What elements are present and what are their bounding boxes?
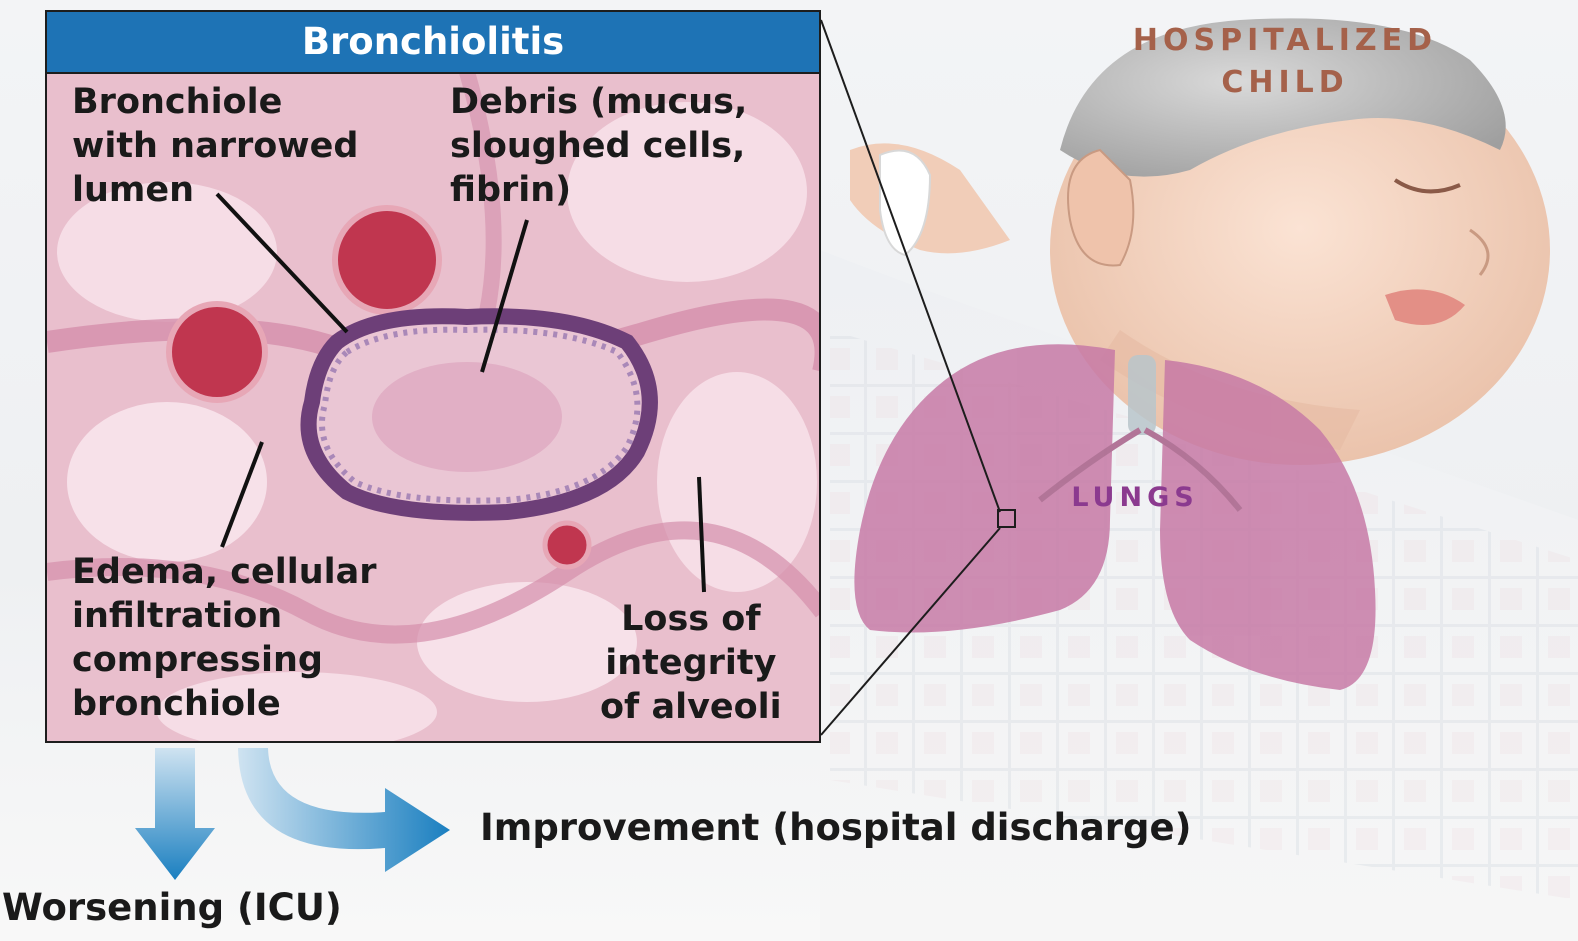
trachea <box>1128 355 1156 435</box>
arm <box>850 143 1010 253</box>
worsening-arrow <box>135 748 215 880</box>
inset-title: Bronchiolitis <box>47 12 819 74</box>
lungs-label: LUNGS <box>1055 480 1215 516</box>
lumen-debris <box>372 362 562 472</box>
worsening-outcome: Worsening (ICU) <box>2 886 342 929</box>
improvement-arrow <box>238 748 450 872</box>
label-debris: Debris (mucus, sloughed cells, fibrin) <box>450 80 747 212</box>
patient-label: HOSPITALIZED CHILD <box>1085 20 1485 104</box>
improvement-outcome: Improvement (hospital discharge) <box>480 806 1192 849</box>
alveolus <box>67 402 267 562</box>
blood-vessel <box>335 208 439 312</box>
histology-inset: Bronchiolitis Bronchiole with narrowed l… <box>45 10 821 743</box>
blood-vessel <box>545 523 589 567</box>
blood-vessel <box>169 304 265 400</box>
label-alveoli: Loss of integrity of alveoli <box>600 597 782 729</box>
alveolus <box>657 372 817 592</box>
label-bronchiole: Bronchiole with narrowed lumen <box>72 80 358 212</box>
label-edema: Edema, cellular infiltration compressing… <box>72 550 377 726</box>
